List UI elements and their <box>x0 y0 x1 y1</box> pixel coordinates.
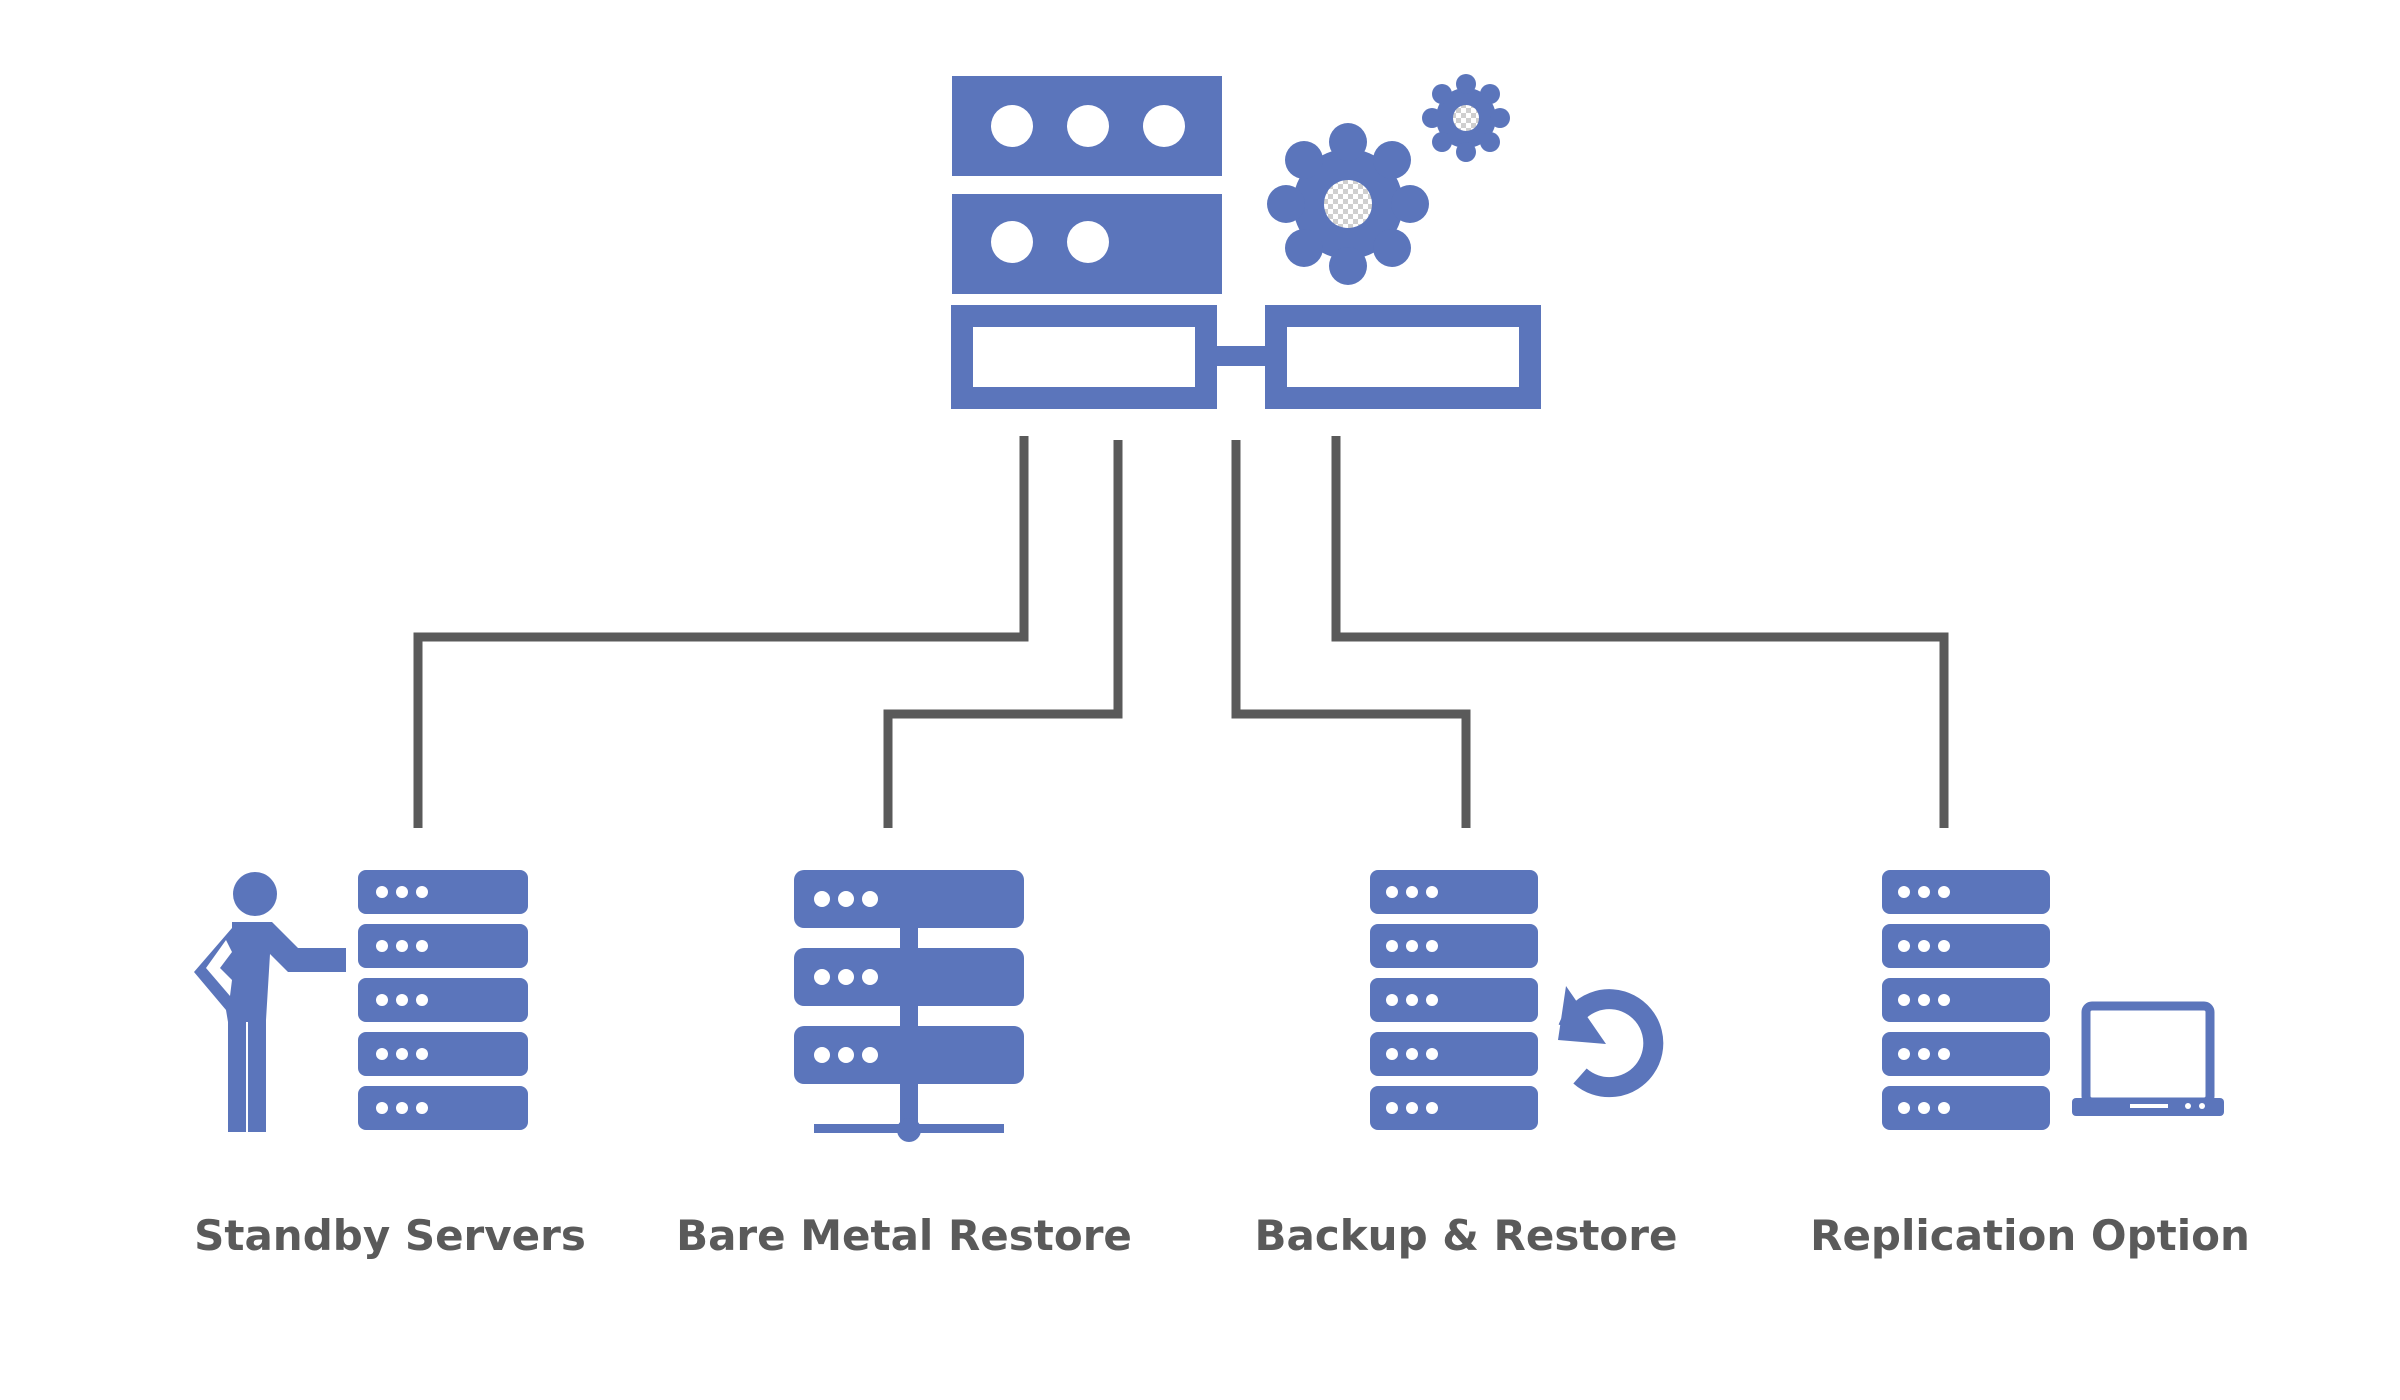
person-with-server-stack-icon <box>194 870 528 1132</box>
node-label-backup-restore: Backup & Restore <box>1255 1211 1678 1260</box>
node-label-bare-metal-restore: Bare Metal Restore <box>676 1211 1132 1260</box>
server-stack-laptop-icon <box>1882 870 2224 1130</box>
laptop-icon <box>2072 1001 2224 1116</box>
networked-server-stack-icon <box>794 870 1024 1142</box>
server-stack-restore-arrow-icon <box>1370 870 1664 1130</box>
node-label-standby-servers: Standby Servers <box>194 1211 586 1260</box>
connector-standby-servers <box>413 436 1029 828</box>
small-gear-icon <box>1422 74 1510 162</box>
connector-replication-option <box>1331 436 1949 828</box>
node-label-replication-option: Replication Option <box>1810 1211 2250 1260</box>
connector-backup-restore <box>1231 440 1471 828</box>
hub-linked-units <box>951 305 1541 409</box>
server-stack-icon <box>358 870 528 1130</box>
connector-bare-metal-restore <box>883 440 1123 828</box>
large-gear-icon <box>1267 123 1429 285</box>
connectors <box>413 436 1949 828</box>
server-stack-icon <box>1370 870 1538 1130</box>
server-stack-icon <box>1882 870 2050 1130</box>
hub-server-icon <box>951 76 1541 409</box>
restore-arrow-icon <box>1558 986 1664 1098</box>
person-icon <box>194 872 346 1132</box>
